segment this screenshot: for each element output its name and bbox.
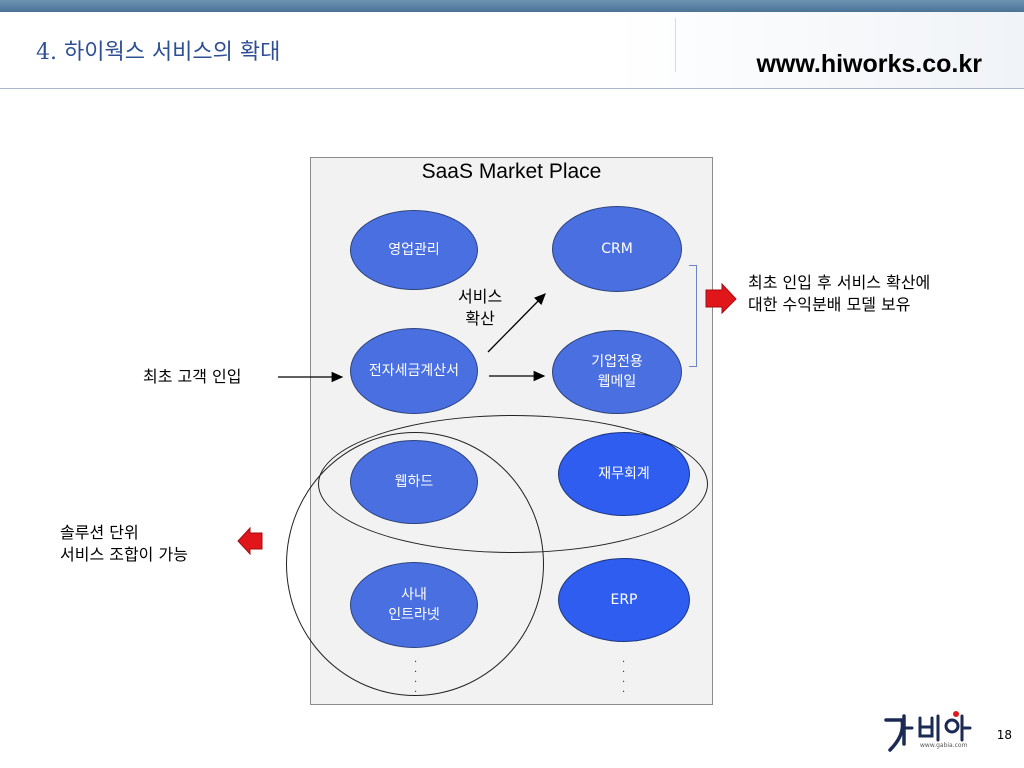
revenue-model-label: 최초 인입 후 서비스 확산에 대한 수익분배 모델 보유 bbox=[748, 273, 931, 314]
header-underline bbox=[0, 88, 1024, 89]
first-customer-label: 최초 고객 인입 bbox=[143, 367, 242, 386]
node-tax-invoice-label: 전자세금계산서 bbox=[368, 363, 460, 379]
red-arrow-right-icon bbox=[705, 282, 737, 315]
top-accent-bar bbox=[0, 0, 1024, 12]
group-ellipse-vertical bbox=[286, 432, 544, 696]
slide-title: 4. 하이웍스 서비스의 확대 bbox=[36, 40, 281, 65]
node-erp-label: ERP bbox=[610, 592, 638, 608]
services-bracket bbox=[689, 265, 697, 367]
node-crm-label: CRM bbox=[601, 241, 633, 257]
arrow-service-expand bbox=[487, 293, 546, 353]
node-webmail-label: 기업전용 웹메일 bbox=[591, 354, 643, 390]
page-number: 18 bbox=[996, 728, 1012, 742]
market-title: SaaS Market Place bbox=[421, 160, 602, 183]
node-sales-label: 영업관리 bbox=[388, 242, 440, 258]
logo-url: www.gabia.com bbox=[920, 742, 968, 749]
service-expand-label: 서비스 확산 bbox=[458, 287, 503, 328]
site-url: www.hiworks.co.kr bbox=[756, 50, 982, 78]
continuation-dots-right: ···· bbox=[622, 657, 626, 698]
header-band bbox=[0, 12, 1024, 88]
node-tax-invoice: 전자세금계산서 bbox=[350, 328, 478, 414]
gabia-logo-icon bbox=[884, 711, 972, 752]
node-erp: ERP bbox=[558, 558, 690, 642]
node-webmail: 기업전용 웹메일 bbox=[552, 330, 682, 414]
header-divider bbox=[675, 18, 676, 72]
red-arrow-left-icon bbox=[237, 526, 263, 556]
node-sales: 영업관리 bbox=[350, 210, 478, 290]
continuation-dots-left: ···· bbox=[414, 657, 418, 698]
solution-combo-label: 솔루션 단위 서비스 조합이 가능 bbox=[60, 523, 188, 564]
node-crm: CRM bbox=[552, 206, 682, 292]
